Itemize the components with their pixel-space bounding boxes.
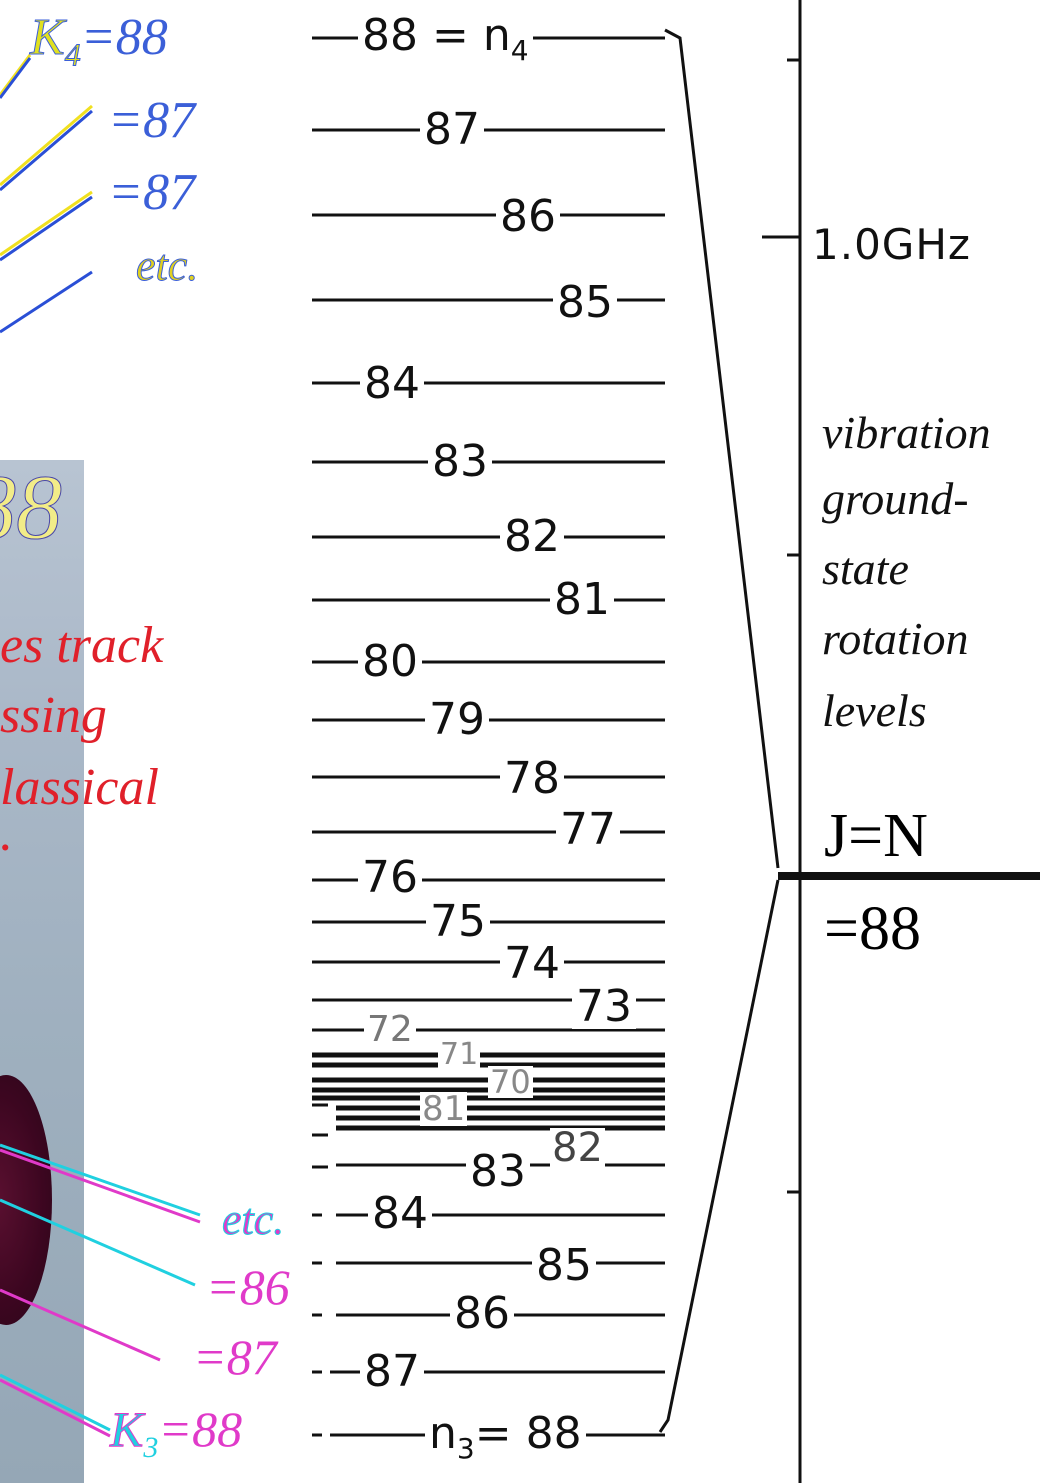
label-87-bottom: =87 <box>193 1329 277 1385</box>
level-label-76: 76 <box>358 856 422 900</box>
level-label-84: 84 <box>360 362 424 406</box>
connector-etc-magenta <box>0 1148 201 1224</box>
level-label-79: 79 <box>425 698 489 742</box>
label-etc-top: etc. <box>135 241 199 290</box>
k4-symbol: K <box>30 9 66 66</box>
connector-87b-yellow <box>0 190 93 257</box>
level-label-88-n4: 88 = n4 <box>358 14 533 65</box>
k4-subscript: 4 <box>64 36 81 73</box>
upper-convergence-line <box>664 28 780 869</box>
vibration-line-2: ground- <box>822 473 969 524</box>
red-note-line-4: . <box>0 805 13 862</box>
level-label-71: 71 <box>438 1037 481 1072</box>
level-label-75: 75 <box>426 900 490 944</box>
level-label-87: 87 <box>420 108 484 152</box>
k3-label: K3=88 <box>109 1401 243 1464</box>
level-label-82-lower: 82 <box>550 1125 605 1171</box>
connector-86-cyan <box>0 1198 196 1287</box>
vibration-line-3: state <box>822 543 909 594</box>
label-86: =86 <box>206 1259 290 1315</box>
k4-label: K4=88 <box>30 9 168 73</box>
label-87-a: =87 <box>108 92 196 149</box>
scale-axis <box>762 0 802 1483</box>
partial-big-number-text: 88 <box>0 462 63 557</box>
level-label-85-lower: 85 <box>532 1244 596 1288</box>
jn-value: =88 <box>824 895 921 963</box>
connector-k3-cyan <box>0 1373 111 1432</box>
level-label-84-lower: 84 <box>368 1192 432 1236</box>
level-n3-text: n <box>429 1408 457 1459</box>
red-note-line-2: ssing <box>0 687 107 744</box>
level-n3-value: = 88 <box>474 1408 582 1459</box>
connector-87-magenta <box>0 1288 161 1362</box>
connector-87b-blue <box>0 195 93 262</box>
connector-k3-magenta <box>0 1378 111 1438</box>
level-n3-subscript: 3 <box>456 1431 475 1465</box>
red-note-line-1: es track <box>0 617 164 674</box>
convergence-lines <box>658 28 780 1433</box>
level-label-80: 80 <box>358 640 422 684</box>
upper-connector-lines <box>0 54 93 334</box>
connector-k4-yellow <box>0 54 32 96</box>
red-note-line-3: lassical <box>0 759 159 816</box>
vibration-line-4: rotation <box>822 613 969 664</box>
level-label-88-n3: n3= 88 <box>425 1412 586 1463</box>
level-label-87-lower: 87 <box>360 1350 424 1394</box>
connector-k4-blue <box>0 57 32 99</box>
vibration-line-1: vibration <box>822 407 991 458</box>
level-label-81: 81 <box>550 578 614 622</box>
level-label-72: 72 <box>364 1012 416 1048</box>
k3-subscript: 3 <box>143 1431 159 1464</box>
partial-big-number: 88 <box>0 462 84 557</box>
level-label-83: 83 <box>428 440 492 484</box>
k3-value: =88 <box>158 1401 243 1457</box>
level-88-text: 88 = n <box>362 10 511 61</box>
connector-87a-yellow <box>0 104 93 187</box>
connector-87a-blue <box>0 109 93 192</box>
jn-label: J=N <box>824 802 928 870</box>
level-label-86: 86 <box>496 195 560 239</box>
k4-value: =88 <box>80 9 168 66</box>
lower-connector-lines <box>0 1143 201 1438</box>
level-label-82: 82 <box>500 515 564 559</box>
level-label-83-lower: 83 <box>466 1150 530 1194</box>
jn-level <box>778 776 1040 880</box>
level-label-85: 85 <box>553 281 617 325</box>
scale-label-1ghz: 1.0GHz <box>812 220 971 269</box>
label-87-b: =87 <box>108 164 196 221</box>
level-label-81-lower: 81 <box>420 1089 468 1129</box>
level-label-77: 77 <box>556 808 620 852</box>
level-label-70: 70 <box>488 1063 533 1101</box>
k3-symbol: K <box>109 1401 144 1457</box>
label-etc-bottom: etc. <box>221 1195 285 1244</box>
vibration-line-5: levels <box>822 685 927 736</box>
level-label-73: 73 <box>572 985 636 1029</box>
left-dashes <box>312 1103 340 1437</box>
level-88-subscript: 4 <box>510 33 529 67</box>
level-label-78: 78 <box>500 757 564 801</box>
connector-etc-blue <box>0 270 93 334</box>
jn-label-box <box>808 776 1040 876</box>
lower-convergence-line <box>658 879 780 1433</box>
connector-etc-cyan <box>0 1143 201 1217</box>
level-label-86-lower: 86 <box>450 1292 514 1336</box>
level-label-74: 74 <box>500 942 564 986</box>
